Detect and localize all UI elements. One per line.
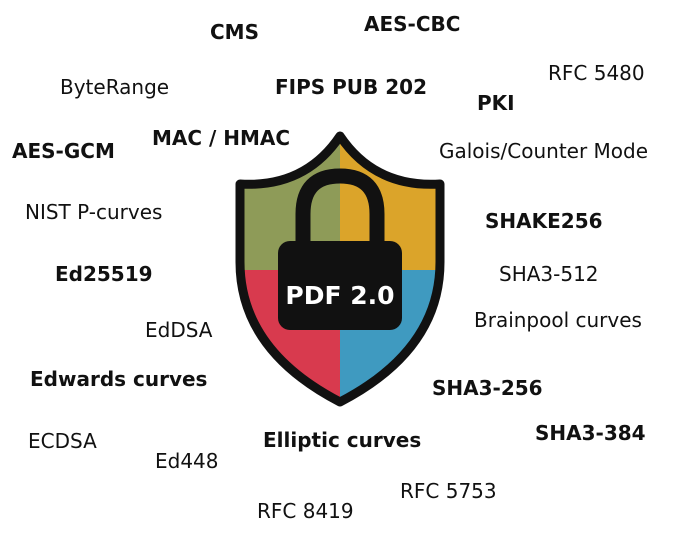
term-rfc-5753: RFC 5753 — [400, 479, 497, 503]
shield-outline — [235, 131, 445, 407]
padlock-shackle — [295, 168, 385, 250]
term-elliptic-curves: Elliptic curves — [263, 428, 422, 452]
term-eddsa: EdDSA — [145, 318, 213, 342]
term-sha3-256: SHA3-256 — [432, 376, 543, 400]
term-pki: PKI — [477, 91, 515, 115]
term-rfc-8419: RFC 8419 — [257, 499, 354, 523]
term-brainpool-curves: Brainpool curves — [474, 308, 642, 332]
term-aes-cbc: AES-CBC — [364, 12, 461, 36]
term-sha3-384: SHA3-384 — [535, 421, 646, 445]
term-sha3-512: SHA3-512 — [499, 262, 599, 286]
padlock-body — [278, 241, 402, 330]
term-cms: CMS — [210, 20, 259, 44]
term-galois-counter-mode: Galois/Counter Mode — [439, 139, 649, 163]
logo-text: PDF 2.0 — [285, 281, 394, 310]
term-ecdsa: ECDSA — [28, 429, 97, 453]
term-shake256: SHAKE256 — [485, 209, 603, 233]
term-fips-pub-202: FIPS PUB 202 — [275, 75, 427, 99]
term-rfc-5480: RFC 5480 — [548, 61, 645, 85]
term-aes-gcm: AES-GCM — [12, 139, 115, 163]
term-ed25519: Ed25519 — [55, 262, 153, 286]
term-nist-p-curves: NIST P-curves — [25, 200, 163, 224]
term-edwards-curves: Edwards curves — [30, 367, 208, 391]
term-ed448: Ed448 — [155, 449, 219, 473]
term-byterange: ByteRange — [60, 75, 170, 99]
term-mac-hmac: MAC / HMAC — [152, 126, 291, 150]
